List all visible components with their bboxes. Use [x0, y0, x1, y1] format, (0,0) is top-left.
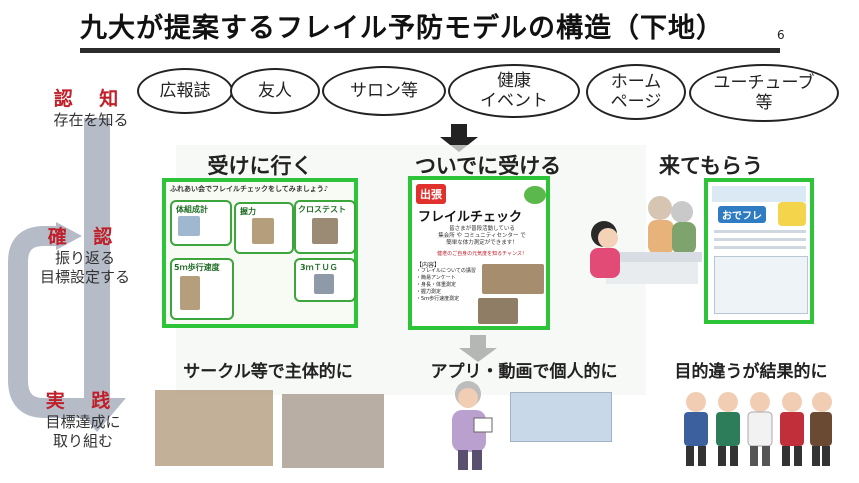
- method-heading: ついでに受ける: [414, 154, 562, 178]
- stage-confirm-sub: 振り返る 目標設定する: [39, 249, 130, 286]
- flyer-list-head: 【内容】: [416, 262, 441, 269]
- channel-oval: サロン等: [322, 66, 446, 116]
- circle-activity-photo: [155, 390, 273, 466]
- flyer-left-label: 3ｍＴＵＧ: [300, 263, 338, 272]
- page-title: 九大が提案するフレイル予防モデルの構造（下地）: [80, 13, 724, 44]
- flyer-left-label: 5ｍ歩行速度: [174, 263, 220, 272]
- app-user-illustration: [452, 381, 493, 470]
- stage-confirm-head: 確 認: [47, 226, 123, 248]
- page-number: 6: [777, 28, 785, 42]
- flyer-list-item: ・握力測定: [416, 289, 442, 295]
- flyer-list-item: ・身長・体重測定: [416, 282, 457, 288]
- flyer-text: 皆さまが普段活動している 集会所 や コミュニティセンター で 簡単な体力測定が…: [438, 226, 526, 246]
- circle-activity-photo: [282, 394, 384, 468]
- flyer-photo: [252, 218, 274, 244]
- practice-heading: 目的違うが結果的に: [674, 362, 828, 382]
- workers-illustration: [684, 392, 832, 466]
- flyer-right-table: [714, 256, 808, 314]
- flyer-right-line: [714, 238, 806, 241]
- flyer-left: ふれあい会でフレイルチェックをしてみましょう♪ 体組成計 握力 クロステスト 5…: [162, 178, 358, 328]
- flyer-right-sticker: [778, 202, 806, 226]
- channel-oval: 広報誌: [137, 68, 233, 114]
- flyer-left-label: 握力: [240, 207, 256, 216]
- consultation-illustration: [590, 196, 702, 284]
- flyer-list: ・フレイルについての講習 ・簡易アンケート ・身長・体重測定 ・握力測定 ・5ｍ…: [416, 268, 476, 303]
- loop-arrow-head: [56, 222, 82, 250]
- stage-confirm: 確 認 振り返る 目標設定する: [30, 222, 140, 287]
- flyer-note: 健老のご自身の元気度を知るチャンス！: [437, 251, 527, 257]
- center-arrow-top-bar: [451, 124, 467, 138]
- flyer-title: フレイルチェック: [418, 210, 523, 225]
- method-heading: 受けに行く: [207, 154, 313, 178]
- flyer-photo: [312, 218, 338, 244]
- channel-oval: 健康 イベント: [448, 64, 580, 118]
- stage-practice-sub: 目標達成に 取り組む: [45, 413, 121, 450]
- flyer-list-item: ・簡易アンケート: [416, 275, 456, 281]
- app-screen-image: [510, 392, 612, 442]
- practice-heading: サークル等で主体的に: [183, 362, 353, 382]
- flyer-right-logo: おでフレ: [718, 206, 766, 223]
- center-arrow-top-head: [440, 137, 478, 152]
- channel-oval: ホーム ページ: [586, 64, 686, 120]
- stage-practice-head: 実 践: [45, 390, 121, 412]
- stage-awareness-head: 認 知: [53, 88, 129, 110]
- flyer-center: 出張 フレイルチェック 皆さまが普段活動している 集会所 や コミュニティセンタ…: [408, 176, 550, 330]
- mascot-icon: [524, 186, 546, 204]
- flyer-photo: [482, 264, 544, 294]
- method-heading: 来てもらう: [659, 154, 763, 178]
- flyer-left-label: クロステスト: [298, 205, 346, 214]
- stage-awareness-sub: 存在を知る: [53, 111, 129, 129]
- channel-oval: ユーチューブ 等: [689, 64, 839, 122]
- down-arrow-bar: [84, 118, 110, 410]
- stage-awareness: 認 知 存在を知る: [36, 84, 146, 130]
- loop-arrow: [8, 226, 84, 418]
- flyer-photo: [180, 276, 200, 310]
- flyer-photo: [478, 298, 518, 324]
- channel-oval: 友人: [230, 68, 320, 114]
- flyer-list-item: ・フレイルについての講習: [416, 268, 476, 274]
- flyer-left-label: 体組成計: [176, 205, 208, 214]
- title-underline: [80, 48, 780, 53]
- flyer-badge: 出張: [416, 184, 446, 204]
- flyer-right-line: [714, 246, 806, 249]
- flyer-list-item: ・5ｍ歩行速度測定: [416, 296, 460, 302]
- stage-practice: 実 践 目標達成に 取り組む: [28, 386, 138, 451]
- flyer-left-heading: ふれあい会でフレイルチェックをしてみましょう♪: [170, 185, 329, 193]
- flyer-right-line: [714, 230, 806, 233]
- flyer-photo: [178, 216, 200, 236]
- flyer-right: おでフレ: [704, 178, 814, 324]
- flyer-photo: [314, 274, 334, 294]
- flyer-right-header: [712, 186, 806, 202]
- practice-heading: アプリ・動画で個人的に: [430, 362, 618, 382]
